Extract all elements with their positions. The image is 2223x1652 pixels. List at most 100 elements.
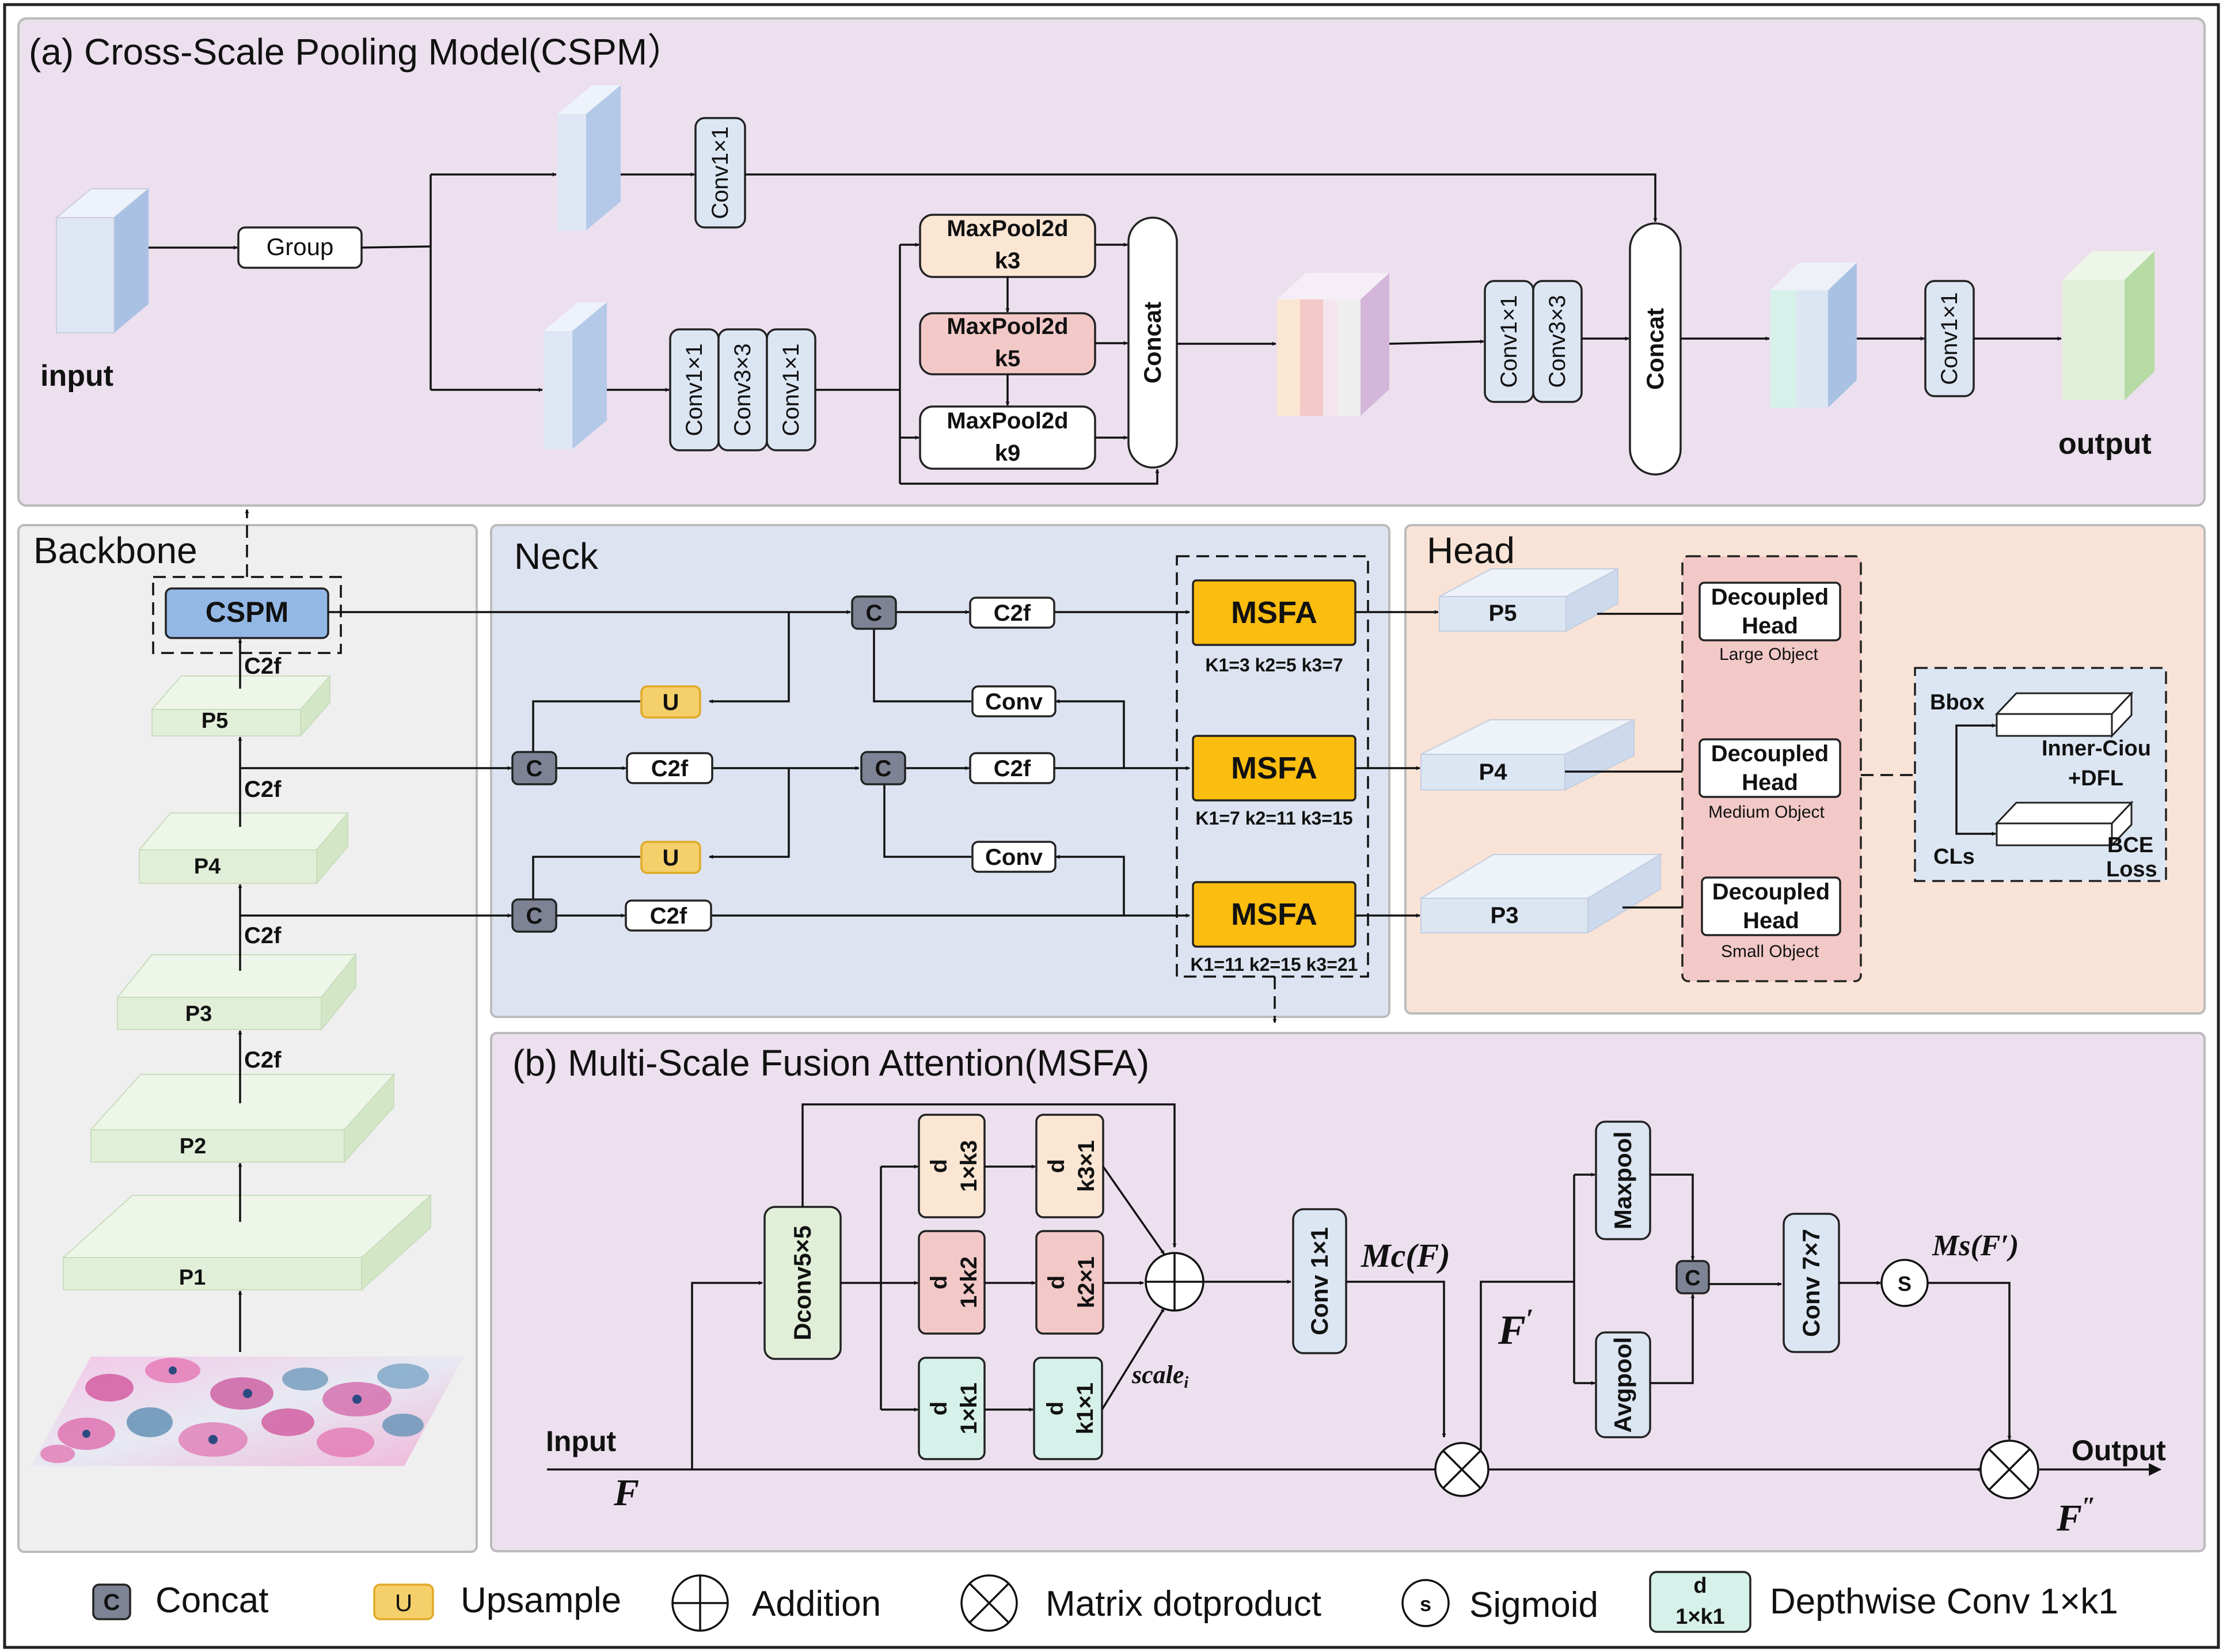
- dw-1xk1: d 1×k1: [918, 1357, 986, 1460]
- head-panel: Head P5 P4 P3 Decoupled H: [1355, 524, 2206, 1015]
- cspm-title: (a) Cross-Scale Pooling Model(CSPM）: [29, 31, 684, 73]
- svg-text:d: d: [1043, 1402, 1068, 1415]
- c2f-label-p3: C2f: [244, 923, 282, 948]
- large-object-label: Large Object: [1719, 645, 1818, 664]
- svg-text:P3: P3: [1491, 903, 1519, 928]
- output-cube: [2062, 251, 2154, 400]
- cspm-dashed-box: [152, 576, 342, 654]
- merged-cube: [1770, 263, 1857, 408]
- svg-text:Addition: Addition: [752, 1584, 881, 1624]
- mc-label: Mc(F): [1361, 1237, 1450, 1274]
- maxpool-attn: [1595, 1121, 1651, 1240]
- svg-text:Head: Head: [1742, 770, 1798, 795]
- svg-text:s: s: [1420, 1592, 1431, 1616]
- msfa-params-1: K1=3 k2=5 k3=7: [1205, 655, 1343, 675]
- legend-dotproduct: Matrix dotproduct: [960, 1574, 1321, 1632]
- dotproduct-node-2: [1979, 1440, 2039, 1499]
- concat-node-4: C: [511, 898, 557, 933]
- backbone-panel: Backbone CSPM P5 P4 P3 P2: [17, 509, 478, 1553]
- stage-p2: P2: [89, 1073, 396, 1164]
- concat-node-attn: C: [1675, 1260, 1710, 1294]
- svg-text:C2f: C2f: [994, 756, 1031, 781]
- neck-title: Neck: [514, 536, 599, 577]
- neck-panel: Neck C C C: [240, 524, 1390, 1023]
- svg-text:C2f: C2f: [651, 756, 689, 781]
- conv7x7-label: Conv 7×7: [1798, 1229, 1825, 1337]
- svg-text:Conv: Conv: [985, 845, 1043, 870]
- stage-p2-label: P2: [180, 1134, 206, 1159]
- addition-node: [1145, 1252, 1204, 1312]
- stage-p4: P4: [138, 811, 349, 885]
- svg-text:C: C: [526, 903, 543, 929]
- dw-1xk3: d 1×k3: [918, 1114, 986, 1218]
- concat-2-label: Concat: [1641, 308, 1669, 390]
- output-text: Output: [2072, 1434, 2166, 1467]
- svg-text:Sigmoid: Sigmoid: [1469, 1585, 1598, 1625]
- maxpool-attn-label: Maxpool: [1609, 1131, 1636, 1229]
- c2f-label-p4: C2f: [244, 777, 282, 802]
- c2f-label-p5: C2f: [244, 654, 282, 679]
- input-label: input: [40, 359, 113, 393]
- dw-k2x1: d k2×1: [1035, 1230, 1104, 1335]
- chain2-conv3: Conv3×3: [1545, 295, 1570, 388]
- svg-text:C: C: [875, 756, 892, 781]
- svg-text:1×k1: 1×k1: [956, 1383, 982, 1434]
- stage-p1: P1: [62, 1194, 432, 1292]
- svg-text:Conv: Conv: [985, 689, 1043, 715]
- chain-conv1: Conv1×1: [682, 343, 707, 436]
- fout-label: F″: [2056, 1492, 2096, 1539]
- legend-concat: C Concat: [92, 1581, 268, 1620]
- decoupled-head-large: Decoupled Head Large Object: [1698, 582, 1841, 664]
- legend-depthwise: d 1×k1 Depthwise Conv 1×k1: [1649, 1571, 2118, 1633]
- conv-chain-2: Conv1×1 Conv3×3: [1484, 280, 1583, 403]
- svg-text:Decoupled: Decoupled: [1711, 741, 1829, 766]
- svg-text:d: d: [926, 1402, 952, 1415]
- legend-upsample: U Upsample: [373, 1581, 621, 1620]
- svg-text:MSFA: MSFA: [1231, 595, 1317, 630]
- upsample-node-2: U: [640, 841, 701, 874]
- input-image: [31, 1357, 464, 1466]
- split-cube-top: [557, 85, 621, 230]
- svg-text:Head: Head: [1742, 613, 1798, 639]
- svg-text:k1×1: k1×1: [1073, 1383, 1098, 1434]
- svg-text:S: S: [1898, 1272, 1912, 1296]
- fprime-label: F′: [1498, 1304, 1534, 1353]
- split-cube-bottom: [544, 302, 607, 449]
- svg-text:P5: P5: [1489, 601, 1517, 626]
- concat-node-3: C: [860, 751, 906, 785]
- msfa-title: (b) Multi-Scale Fusion Attention(MSFA): [512, 1042, 1149, 1084]
- bbox-label: Bbox: [1930, 690, 1985, 715]
- cls-label: CLs: [1933, 845, 1975, 869]
- svg-text:d: d: [926, 1159, 952, 1173]
- svg-text:P4: P4: [1479, 759, 1508, 785]
- chain-conv1b: Conv1×1: [778, 343, 804, 436]
- medium-object-label: Medium Object: [1708, 803, 1825, 822]
- dw-1xk2: d 1×k2: [918, 1230, 986, 1335]
- cls-slab: [1994, 800, 2134, 848]
- c2f-box-bottom: C2f: [625, 899, 712, 932]
- svg-text:k2×1: k2×1: [1074, 1256, 1099, 1308]
- head-p5: P5: [1439, 568, 1618, 632]
- group-label: Group: [267, 233, 334, 260]
- maxpool-k3-label: MaxPool2d: [947, 216, 1068, 241]
- msfa-block-3: MSFA: [1192, 881, 1356, 948]
- cspm-panel: (a) Cross-Scale Pooling Model(CSPM） inpu…: [17, 17, 2206, 507]
- svg-text:C: C: [866, 601, 883, 626]
- conv1x1-top-label: Conv1×1: [708, 126, 733, 219]
- scale-label: scalei: [1131, 1361, 1188, 1392]
- conv-chain-1: Conv1×1 Conv3×3 Conv1×1: [669, 328, 816, 451]
- chain2-conv1: Conv1×1: [1496, 295, 1522, 388]
- stage-p5-label: P5: [202, 709, 228, 733]
- dw-k3x1: d k3×1: [1035, 1114, 1104, 1218]
- conv1x1-final-label: Conv1×1: [1937, 292, 1962, 385]
- svg-text:Concat: Concat: [155, 1581, 268, 1620]
- concat-2: [1629, 222, 1682, 476]
- svg-text:Upsample: Upsample: [461, 1581, 621, 1620]
- legend: C Concat U Upsample Addition Matrix dotp…: [92, 1571, 2118, 1633]
- legend-sigmoid: s Sigmoid: [1401, 1579, 1598, 1627]
- svg-text:d: d: [926, 1275, 952, 1289]
- head-p3: P3: [1419, 853, 1663, 934]
- input-cube: [55, 188, 150, 333]
- avgpool-attn-label: Avgpool: [1609, 1337, 1636, 1433]
- stage-p3-label: P3: [185, 1002, 212, 1026]
